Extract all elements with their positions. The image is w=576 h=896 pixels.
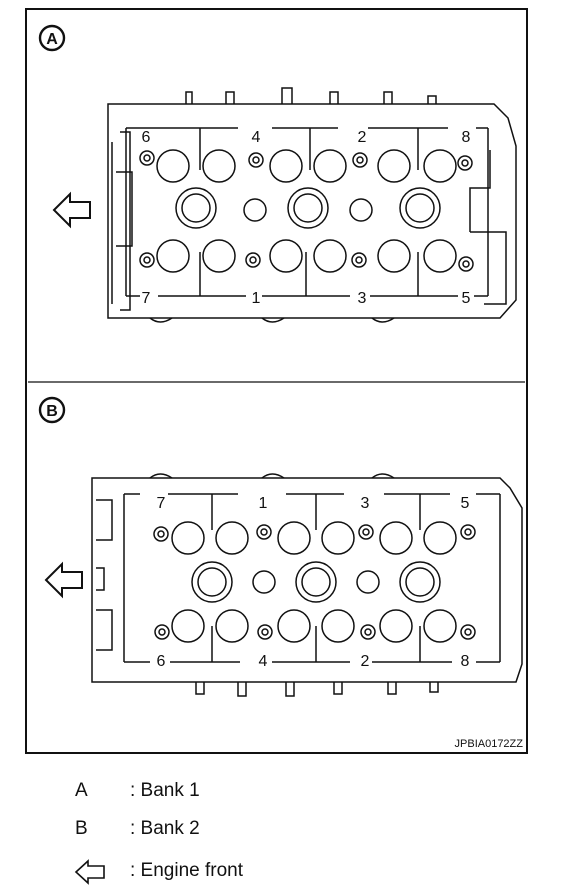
bolt-sequence-label: 7 (142, 290, 151, 307)
bolt-sequence-label: 7 (157, 495, 166, 512)
badge-a: A (38, 24, 66, 52)
bolt-sequence-label: 6 (157, 653, 166, 670)
bolt-sequence-label: 3 (358, 290, 367, 307)
bolt-sequence-label: 4 (252, 129, 261, 146)
engine-front-arrow-icon (52, 191, 91, 229)
bolt-sequence-label: 4 (259, 653, 268, 670)
head-bolts (153, 524, 476, 640)
bolt-sequence-label: 3 (361, 495, 370, 512)
bolt-sequence-label: 2 (361, 653, 370, 670)
spark-plug-bores (175, 187, 441, 229)
bolt-sequence-label: 5 (461, 495, 470, 512)
bolt-sequence-label: 6 (142, 129, 151, 146)
valve-ports (156, 149, 457, 273)
badge-b: B (38, 396, 66, 424)
badge-b-label: B (46, 403, 58, 420)
bolt-sequence-label: 5 (462, 290, 471, 307)
figure-frame (25, 8, 528, 754)
cylinder-head-outline (107, 87, 517, 323)
bolt-sequence-label: 8 (462, 129, 471, 146)
badge-a-label: A (46, 31, 58, 48)
spark-plug-bores (191, 561, 441, 603)
valve-ports (171, 521, 457, 643)
cylinder-head-outline (91, 473, 523, 697)
bolt-sequence-label: 1 (252, 290, 261, 307)
panel-a: A (38, 24, 517, 323)
engine-front-arrow-icon (44, 561, 83, 599)
bolt-sequence-label: 8 (461, 653, 470, 670)
head-bolts (139, 150, 474, 272)
bolt-sequence-label: 2 (358, 129, 367, 146)
image-code: JPBIA0172ZZ (455, 738, 524, 750)
panel-b: B (38, 396, 523, 697)
bolt-sequence-label: 1 (259, 495, 268, 512)
engine-front-arrow-icon (74, 859, 105, 885)
